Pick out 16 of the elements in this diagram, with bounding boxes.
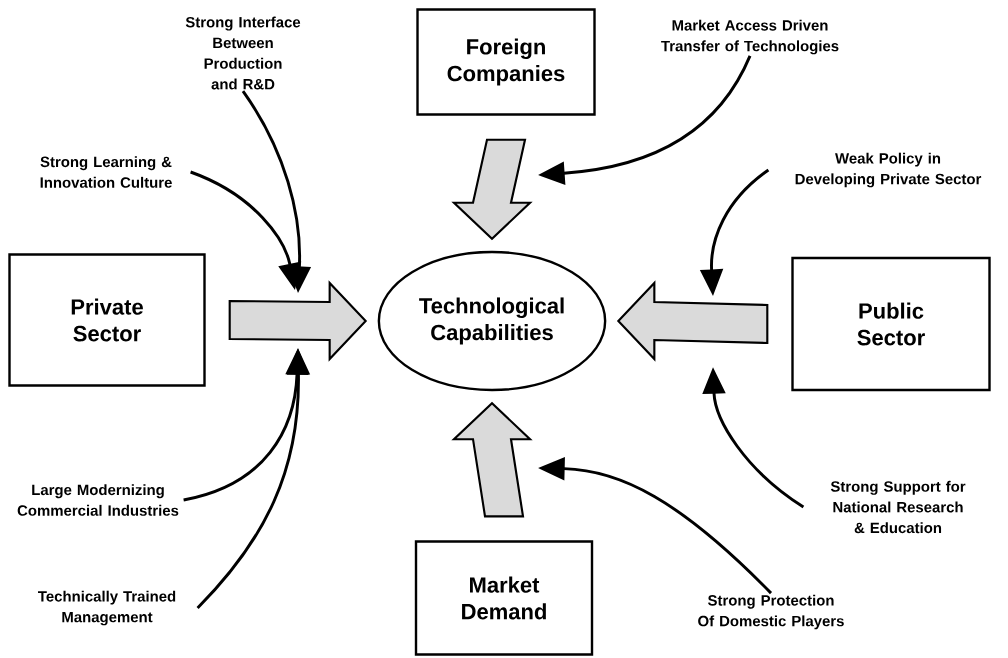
factor-label: Technically Trained Management [38,590,176,626]
factor-label: Strong Protection Of Domestic Players [698,594,844,630]
factor-label: Strong Interface Between Production and R&D [185,16,301,90]
factor-label: Large Modernizing Commercial Industries [17,484,179,516]
block-arrow [451,401,533,518]
factor-label: Weak Policy in Developing Private Sector [795,152,982,188]
entity-box: Public Sector [791,256,991,392]
entity-box: Foreign Companies [416,8,596,116]
factor-label: Strong Learning & Innovation Culture [40,156,172,188]
entity-box: Market Demand [414,540,594,656]
factor-label: Market Access Driven Transfer of Technologies [661,19,839,55]
factor-label: Strong Support for National Research & Education [830,480,966,534]
entity-box: Private Sector [8,253,206,387]
block-arrow [616,280,769,362]
block-arrow [451,138,533,241]
block-arrow [228,280,368,362]
